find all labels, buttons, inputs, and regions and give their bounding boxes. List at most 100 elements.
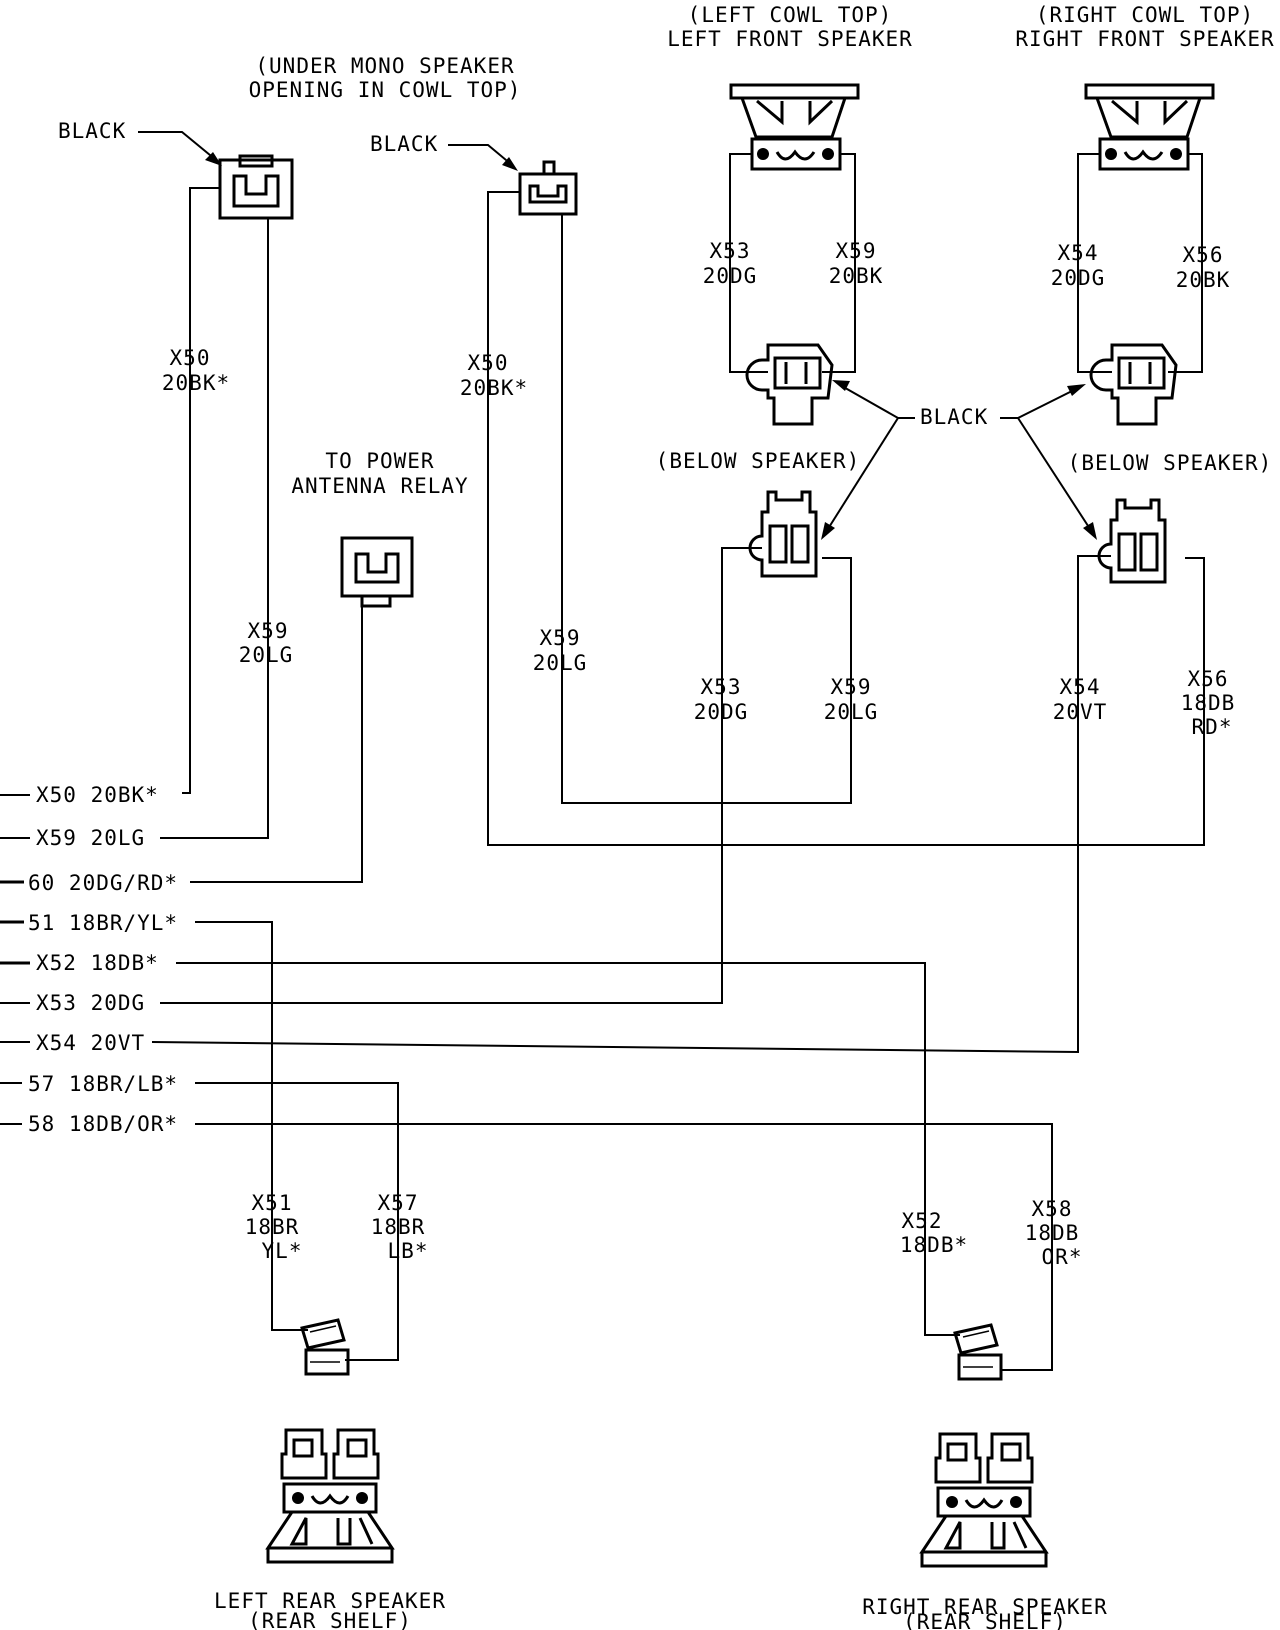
- right-rear-speaker-label: RIGHT REAR SPEAKER (REAR SHELF): [862, 1595, 1108, 1630]
- arrowhead-icon: [1083, 522, 1097, 540]
- svg-text:YL*: YL*: [262, 1239, 303, 1263]
- svg-text:RIGHT FRONT SPEAKER: RIGHT FRONT SPEAKER: [1015, 27, 1274, 51]
- svg-text:X54: X54: [1060, 675, 1101, 699]
- black-label-c2: BLACK: [370, 132, 438, 156]
- callout-arrow-lf-conn: [825, 417, 899, 533]
- svg-text:20DG: 20DG: [1051, 266, 1106, 290]
- svg-text:(UNDER MONO SPEAKER: (UNDER MONO SPEAKER: [255, 54, 514, 78]
- svg-text:20LG: 20LG: [533, 651, 588, 675]
- arrowhead-icon: [821, 522, 835, 540]
- svg-text:X57: X57: [378, 1191, 419, 1215]
- wire-51-lr: [195, 921, 308, 1331]
- svg-text:X59: X59: [836, 239, 877, 263]
- wire-x54-rf-spk: [1077, 153, 1112, 373]
- wire-57-lr: [195, 1082, 399, 1361]
- svg-text:18DB: 18DB: [1025, 1221, 1080, 1245]
- wire-x59-lf-spk: [822, 153, 856, 373]
- svg-text:X50: X50: [468, 351, 509, 375]
- svg-text:X54: X54: [1058, 241, 1099, 265]
- arrowhead-icon: [205, 152, 222, 166]
- label-x59-mono: X59 20LG: [239, 619, 294, 667]
- callout-arrow-rf-spk: [1000, 387, 1079, 419]
- harness-stubs: [0, 794, 30, 1125]
- svg-text:20BK*: 20BK*: [162, 371, 230, 395]
- harness-x53: X53 20DG: [36, 991, 145, 1015]
- label-x57-lr: X57 18BR LB*: [371, 1191, 429, 1263]
- wire-x53-lf-spk: [729, 153, 768, 373]
- harness-51: 51 18BR/YL*: [28, 911, 178, 935]
- svg-text:X59: X59: [540, 626, 581, 650]
- svg-text:OPENING IN COWL TOP): OPENING IN COWL TOP): [249, 78, 522, 102]
- center-top-connector: [518, 160, 578, 216]
- arrowhead-icon: [832, 380, 850, 391]
- label-x50-c2: X50 20BK*: [460, 351, 528, 400]
- antenna-relay-connector: [340, 536, 414, 608]
- label-x53-lf-spk: X53 20DG: [703, 239, 758, 288]
- below-speaker-label-left: (BELOW SPEAKER): [656, 449, 861, 473]
- svg-text:X51: X51: [252, 1191, 293, 1215]
- label-x56-rf-spk: X56 20BK: [1176, 243, 1231, 292]
- right-below-speaker-connector: [1097, 498, 1167, 584]
- svg-text:X53: X53: [701, 675, 742, 699]
- harness-labels: X50 20BK* X59 20LG 60 20DG/RD* 51 18BR/Y…: [28, 783, 178, 1136]
- label-x54-rf-spk: X54 20DG: [1051, 241, 1106, 290]
- svg-text:20DG: 20DG: [703, 264, 758, 288]
- label-x59-c2: X59 20LG: [533, 626, 588, 675]
- right-rear-plug: [953, 1323, 1003, 1381]
- svg-text:LB*: LB*: [388, 1239, 429, 1263]
- svg-text:20VT: 20VT: [1053, 700, 1108, 724]
- harness-60: 60 20DG/RD*: [28, 871, 178, 895]
- mono-speaker-connector: [218, 154, 294, 220]
- svg-text:RD*: RD*: [1192, 715, 1233, 739]
- svg-text:20BK*: 20BK*: [460, 376, 528, 400]
- left-rear-speaker: [265, 1428, 395, 1564]
- callout-arrow-c2: [448, 144, 513, 166]
- black-label-center: BLACK: [920, 405, 988, 429]
- wire-x53-lf-conn: [160, 547, 762, 1004]
- wire-x50-mono: [182, 187, 220, 794]
- svg-text:X50: X50: [170, 346, 211, 370]
- wire-x59-mono: [160, 218, 269, 839]
- left-front-speaker: [729, 83, 860, 171]
- svg-text:ANTENNA RELAY: ANTENNA RELAY: [291, 474, 468, 498]
- svg-text:X56: X56: [1188, 667, 1229, 691]
- arrowhead-icon: [1067, 384, 1086, 396]
- svg-text:20BK: 20BK: [1176, 268, 1231, 292]
- right-front-speaker: [1084, 83, 1215, 171]
- svg-text:20LG: 20LG: [824, 700, 879, 724]
- svg-text:LEFT FRONT SPEAKER: LEFT FRONT SPEAKER: [667, 27, 913, 51]
- arrowhead-icon: [502, 157, 518, 171]
- svg-text:20LG: 20LG: [239, 643, 294, 667]
- wire-x56-rf-spk: [1168, 153, 1203, 373]
- under-mono-label: (UNDER MONO SPEAKER OPENING IN COWL TOP): [249, 54, 522, 102]
- svg-text:X53: X53: [710, 239, 751, 263]
- svg-text:X59: X59: [831, 675, 872, 699]
- svg-text:RIGHT REAR SPEAKER: RIGHT REAR SPEAKER: [862, 1595, 1108, 1619]
- svg-text:X56: X56: [1183, 243, 1224, 267]
- left-rear-plug: [300, 1318, 350, 1376]
- left-front-speaker-connector: [745, 343, 834, 426]
- callout-arrow-rf-conn: [1017, 417, 1093, 533]
- callout-arrow-lf-spk: [839, 384, 915, 419]
- left-front-speaker-label: (LEFT COWL TOP) LEFT FRONT SPEAKER: [667, 3, 913, 51]
- label-x53-lf-conn: X53 20DG: [694, 675, 749, 724]
- svg-text:18BR: 18BR: [371, 1215, 426, 1239]
- wire-x59-c2: [561, 214, 852, 804]
- right-front-speaker-label: (RIGHT COWL TOP) RIGHT FRONT SPEAKER: [1015, 3, 1274, 51]
- left-rear-speaker-label: LEFT REAR SPEAKER (REAR SHELF): [214, 1589, 445, 1630]
- svg-text:X58: X58: [1032, 1197, 1073, 1221]
- black-label-mono: BLACK: [58, 119, 126, 143]
- svg-text:20DG: 20DG: [694, 700, 749, 724]
- svg-text:TO POWER: TO POWER: [325, 449, 434, 473]
- svg-text:X52: X52: [902, 1209, 943, 1233]
- harness-58: 58 18DB/OR*: [28, 1112, 178, 1136]
- svg-text:18DB*: 18DB*: [900, 1233, 968, 1257]
- svg-text:20BK: 20BK: [829, 264, 884, 288]
- label-x50-mono: X50 20BK*: [162, 346, 230, 395]
- svg-text:(REAR SHELF): (REAR SHELF): [248, 1609, 412, 1630]
- label-x51-lr: X51 18BR YL*: [245, 1191, 303, 1263]
- right-front-speaker-connector: [1089, 343, 1178, 426]
- harness-x52: X52 18DB*: [36, 951, 159, 975]
- label-x58-rr: X58 18DB OR*: [1025, 1197, 1082, 1269]
- svg-text:(LEFT COWL TOP): (LEFT COWL TOP): [688, 3, 893, 27]
